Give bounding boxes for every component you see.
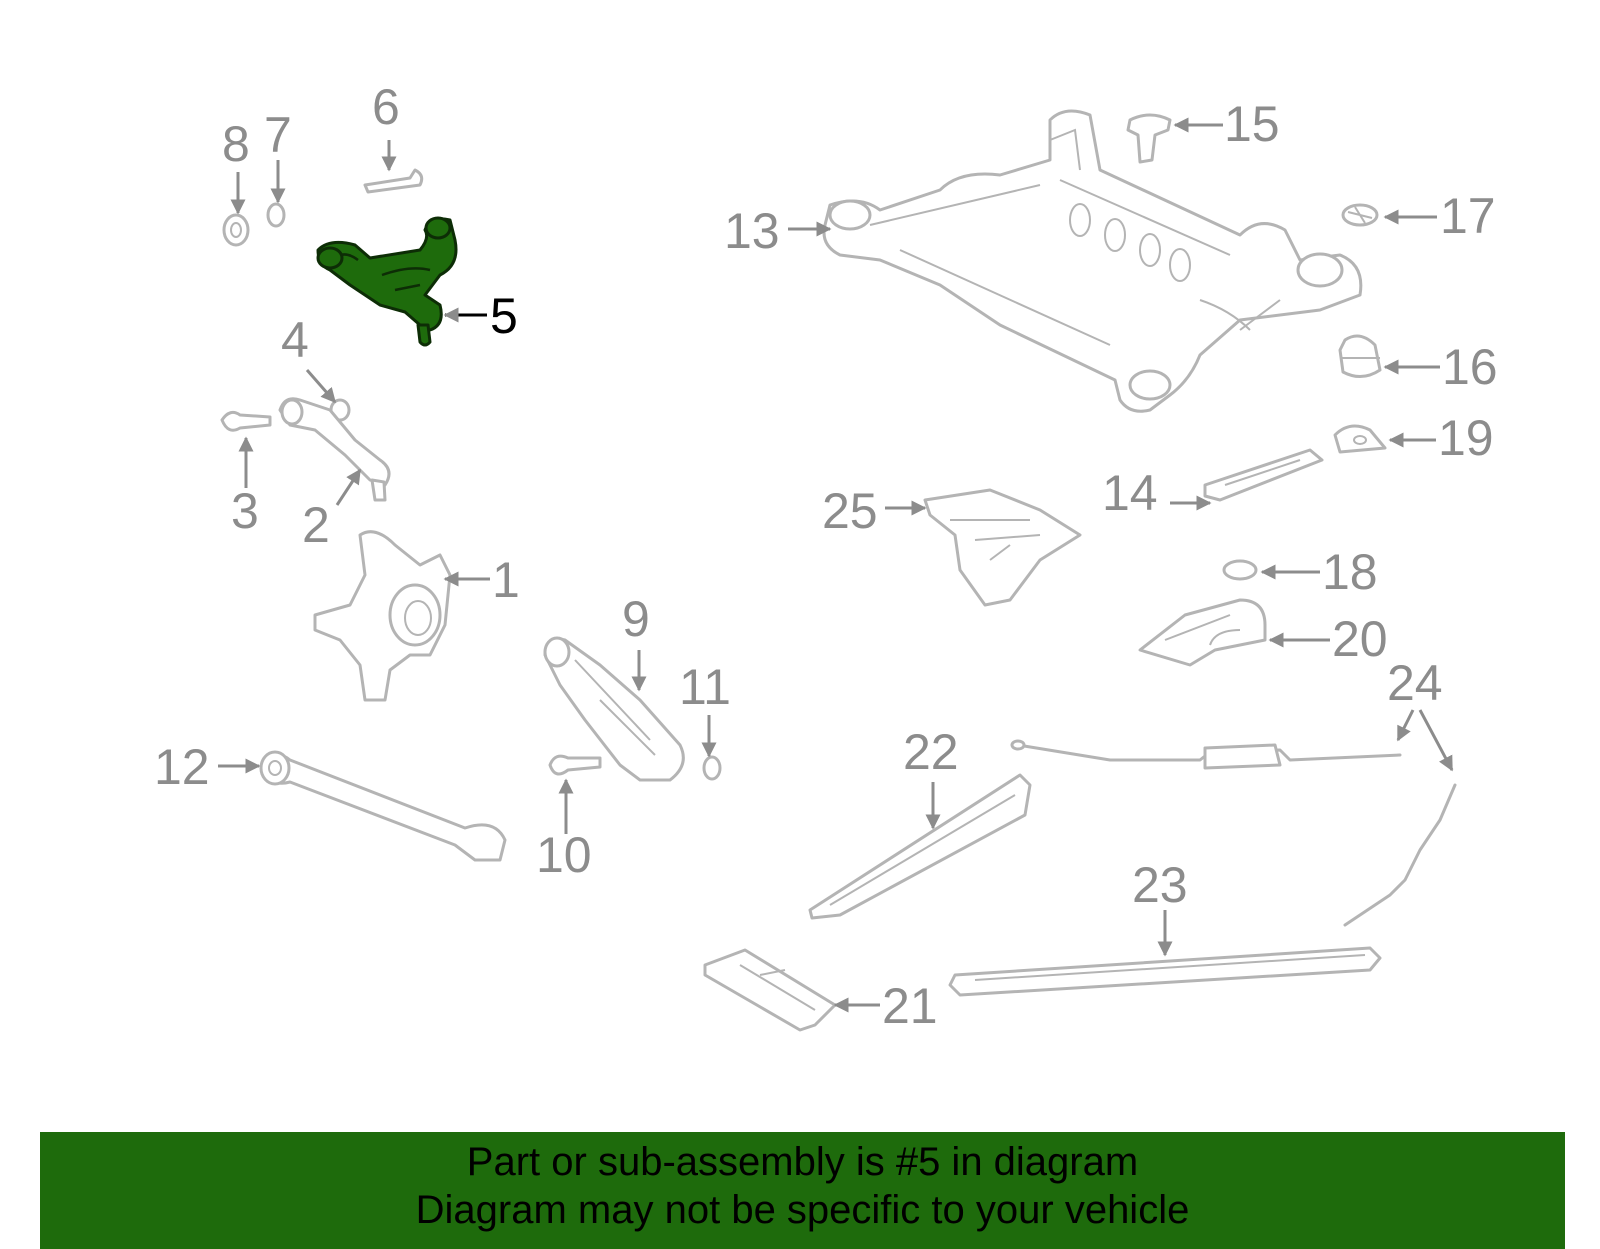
callout-7: 7 <box>264 107 292 163</box>
washer-part-18[interactable] <box>1222 559 1258 581</box>
mount-part-19[interactable] <box>1333 424 1387 454</box>
callout-14: 14 <box>1102 465 1158 521</box>
info-banner: Part or sub-assembly is #5 in diagram Di… <box>40 1132 1565 1249</box>
callout-24: 24 <box>1387 655 1443 711</box>
banner-line-1: Part or sub-assembly is #5 in diagram <box>466 1140 1139 1184</box>
link-part-12[interactable] <box>259 750 507 862</box>
arrow-24b <box>1418 709 1454 772</box>
bracket-part-20[interactable] <box>1138 598 1267 667</box>
callout-8: 8 <box>222 116 250 172</box>
arrow-2 <box>335 468 362 506</box>
callout-23: 23 <box>1132 857 1188 913</box>
link-part-9[interactable] <box>543 636 685 782</box>
mount-part-17[interactable] <box>1341 203 1379 227</box>
callout-4: 4 <box>281 312 309 368</box>
bolt-part-10[interactable] <box>548 754 602 776</box>
callout-16: 16 <box>1442 339 1498 395</box>
callout-19: 19 <box>1438 410 1494 466</box>
bracket-part-14[interactable] <box>1203 448 1324 502</box>
arrow-4 <box>305 369 337 404</box>
bolt-part-15[interactable] <box>1126 113 1172 164</box>
control-arm-part-5[interactable] <box>316 216 458 347</box>
washer-part-11[interactable] <box>702 755 722 781</box>
callout-10: 10 <box>536 827 592 883</box>
callout-5: 5 <box>490 288 518 344</box>
bolt-part-3[interactable] <box>220 410 272 432</box>
nut-part-8[interactable] <box>222 213 250 247</box>
bolt-part-6[interactable] <box>363 168 424 194</box>
washer-part-7[interactable] <box>266 202 286 228</box>
knuckle-part-1[interactable] <box>313 530 452 702</box>
arrow-24a <box>1396 709 1415 742</box>
callout-3: 3 <box>231 483 259 539</box>
callout-18: 18 <box>1322 544 1378 600</box>
banner-line-2: Diagram may not be specific to your vehi… <box>415 1188 1190 1232</box>
callout-22: 22 <box>903 724 959 780</box>
callout-12: 12 <box>154 739 210 795</box>
callout-1: 1 <box>492 552 520 608</box>
callout-labels: 1 2 3 4 5 6 7 8 9 10 11 12 13 14 15 16 1… <box>154 79 1498 1034</box>
cable-part-24[interactable] <box>1010 739 1457 927</box>
callout-11: 11 <box>679 659 731 715</box>
callout-13: 13 <box>724 203 780 259</box>
callout-20: 20 <box>1332 611 1388 667</box>
control-arm-part-2[interactable] <box>278 397 391 502</box>
bushing-part-16[interactable] <box>1338 334 1382 378</box>
callout-6: 6 <box>372 79 400 135</box>
callout-2: 2 <box>302 497 330 553</box>
callout-25: 25 <box>822 483 878 539</box>
callout-17: 17 <box>1440 188 1496 244</box>
bracket-part-25[interactable] <box>923 488 1082 607</box>
callout-arrows <box>218 117 1454 1013</box>
panel-part-22[interactable] <box>808 773 1032 920</box>
rail-part-23[interactable] <box>948 946 1382 997</box>
plate-part-21[interactable] <box>703 948 837 1032</box>
subframe-part-13[interactable] <box>822 109 1363 413</box>
callout-21: 21 <box>882 978 938 1034</box>
callout-9: 9 <box>622 591 650 647</box>
callout-15: 15 <box>1224 96 1280 152</box>
